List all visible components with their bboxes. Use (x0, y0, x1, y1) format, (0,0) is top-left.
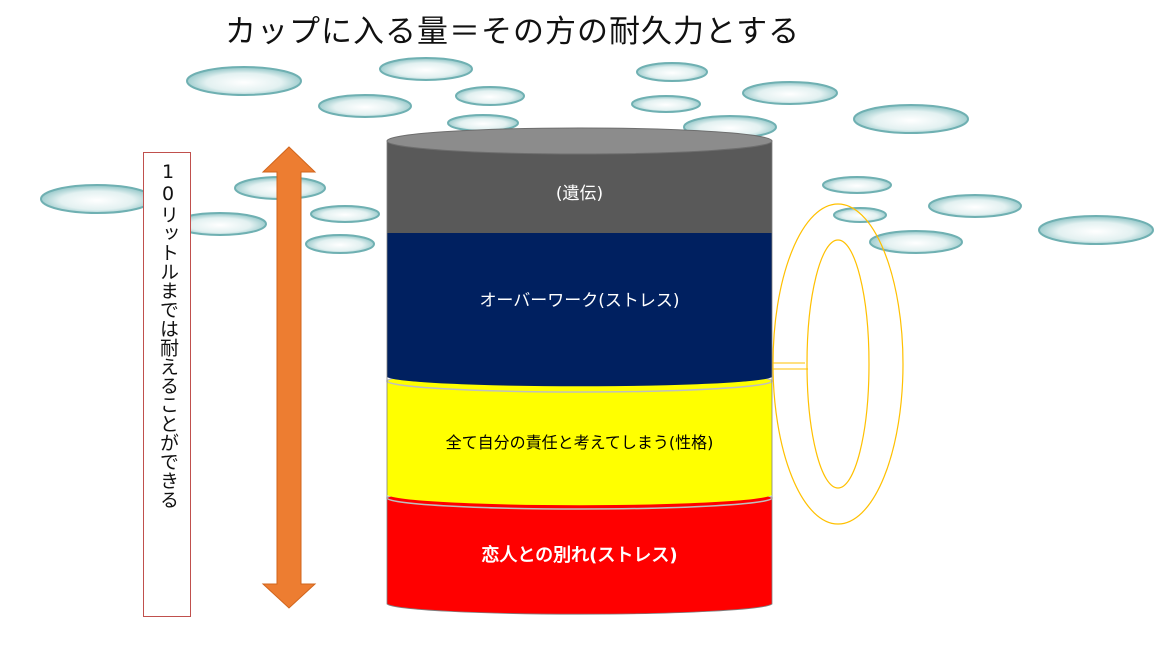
layer-label-overwork: オーバーワーク(ストレス) (479, 291, 680, 311)
cup-layer-genetics (386, 127, 773, 233)
capacity-label-box: 10リットルまでは耐えることができる (143, 152, 191, 617)
drop (1038, 215, 1154, 245)
drop (40, 184, 154, 214)
drop (455, 86, 525, 106)
drop (379, 57, 473, 81)
drop (305, 234, 375, 254)
layer-label-romance: 恋人との別れ(ストレス) (481, 545, 678, 566)
drop (310, 205, 380, 223)
drop (631, 95, 701, 113)
double-arrow-icon (261, 146, 317, 609)
drop (742, 81, 838, 105)
capacity-label: 10リットルまでは耐えることができる (157, 161, 179, 509)
drop (636, 62, 708, 82)
cup-handle (772, 203, 904, 525)
drop (318, 94, 412, 118)
drop (186, 66, 302, 96)
drop (869, 230, 963, 254)
drop (822, 176, 892, 194)
cup-layer-overwork (387, 230, 772, 387)
layer-label-genetics: (遺伝) (555, 184, 604, 204)
diagram-title: カップに入る量＝その方の耐久力とする (225, 14, 801, 50)
drop (928, 194, 1022, 218)
drop (833, 207, 887, 223)
layer-label-personality: 全て自分の責任と考えてしまう(性格) (445, 433, 714, 452)
cup (386, 127, 773, 615)
drop (853, 104, 969, 134)
